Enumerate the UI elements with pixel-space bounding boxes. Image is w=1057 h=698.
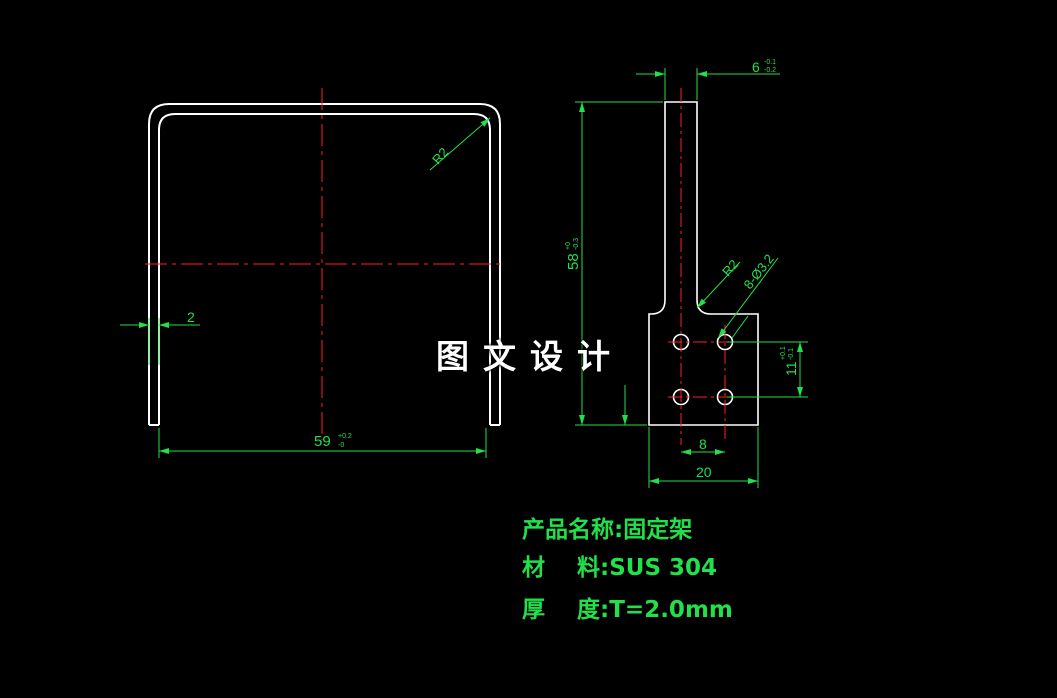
bend-radius-right-label: R2 xyxy=(719,257,741,279)
hole-pitch-vertical-label: 11 xyxy=(783,361,799,376)
hole-pitch-horizontal-label: 8 xyxy=(699,436,707,452)
spec-name-row: 产品名称:固定架 xyxy=(522,510,692,544)
tab-width-tol-lower: -0.2 xyxy=(764,67,776,74)
width-overall-label: 59 xyxy=(314,433,331,450)
spec-material-row: 材 料:SUS 304 xyxy=(522,548,717,582)
spec-material-label: 材 料: xyxy=(522,555,610,581)
spec-material-value: SUS 304 xyxy=(609,555,718,581)
hole-pitch-vertical-tol-lower: -0.1 xyxy=(788,348,795,360)
side-dimensions xyxy=(575,68,808,488)
spec-thickness-value: T=2.0mm xyxy=(609,597,733,623)
hole-callout-label: 8-Ø3.2 xyxy=(741,251,777,292)
spec-thickness-label: 厚 度: xyxy=(522,597,610,623)
width-overall-tol-upper: +0.2 xyxy=(338,433,352,440)
thickness-dim-label: 2 xyxy=(187,309,195,325)
bend-radius-left-label: R2 xyxy=(429,145,451,167)
watermark-text: 图文设计 xyxy=(436,337,624,376)
front-dimensions xyxy=(120,117,491,458)
side-outline xyxy=(648,101,759,426)
height-side-tol-upper: +0 xyxy=(565,242,572,250)
spec-name-value: 固定架 xyxy=(623,517,693,543)
side-view xyxy=(648,101,759,426)
width-overall-tol-lower: -0 xyxy=(338,442,344,449)
tab-width-tol-upper: -0.1 xyxy=(764,59,776,66)
height-side-tol-lower: -0.3 xyxy=(573,238,580,250)
spec-thickness-row: 厚 度:T=2.0mm xyxy=(522,590,733,624)
front-outline-outer xyxy=(148,103,501,425)
spec-name-label: 产品名称: xyxy=(522,517,624,543)
tab-width-label: 6 xyxy=(752,59,760,75)
height-side-label: 58 xyxy=(565,253,582,270)
hole-pitch-vertical-tol-upper: +0.1 xyxy=(780,346,787,360)
base-width-label: 20 xyxy=(696,464,712,480)
front-centerlines xyxy=(145,88,505,440)
